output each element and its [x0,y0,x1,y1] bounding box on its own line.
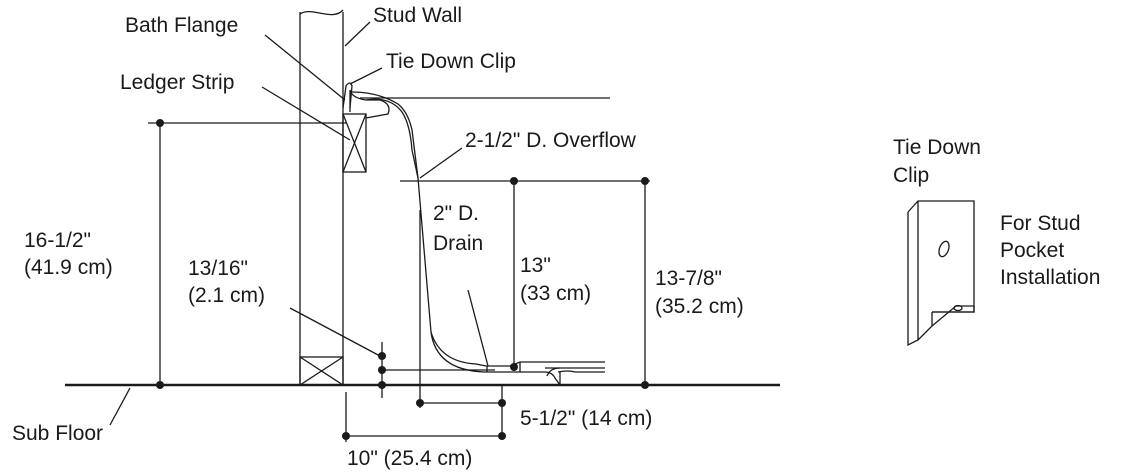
dim-floor-gap-in: 13/16" [188,257,248,280]
dim-floor-gap-cm: (2.1 cm) [188,284,265,307]
dim-height-total-cm: (41.9 cm) [24,256,113,279]
stud-wall-leader [344,21,371,47]
tie-down-clip [342,82,353,109]
dim-height-total-in: 16-1/2" [24,229,91,252]
dimension-drain-height [510,177,518,371]
tie-down-clip-leader [349,67,383,85]
label-drain-line1: 2" D. [433,202,479,225]
label-tie-down-clip: Tie Down Clip [386,50,516,73]
dimension-overflow-height [400,177,650,389]
label-sub-floor: Sub Floor [12,422,103,445]
label-ledger-strip: Ledger Strip [120,71,234,94]
overflow-leader [419,147,463,179]
label-stud-wall: Stud Wall [373,4,462,27]
dimension-floor-gap [378,342,495,398]
label-stud-pocket-line3: Installation [1000,266,1100,289]
label-clip-detail-line1: Tie Down [893,136,981,159]
tie-down-clip-detail [907,200,975,347]
label-bath-flange: Bath Flange [125,14,238,37]
stud-wall [299,9,344,386]
bath-flange-leader [264,34,346,101]
label-clip-detail-line2: Clip [893,164,929,187]
dim-drain-height-in: 13" [520,254,551,277]
ledger-strip-leader [261,86,351,141]
dim-wall-to-drain: 10" (25.4 cm) [347,447,472,470]
drain-leader [467,289,489,367]
dimension-wall-to-drain [342,392,506,442]
label-stud-pocket-line1: For Stud [1000,212,1081,235]
clip-hole [938,240,950,258]
dim-drain-offset: 5-1/2" (14 cm) [520,407,652,430]
dim-overflow-height-in: 13-7/8" [655,267,722,290]
floor-gap-leader [289,307,381,357]
dim-overflow-height-cm: (35.2 cm) [655,295,744,318]
label-overflow: 2-1/2" D. Overflow [465,129,637,152]
bathtub-profile [349,89,605,386]
dimension-height-total [148,119,346,389]
dim-drain-height-cm: (33 cm) [520,282,591,305]
ledger-strip [342,113,367,173]
label-stud-pocket-line2: Pocket [1000,239,1064,262]
label-drain-line2: Drain [433,232,483,255]
dimension-drain-offset [416,210,506,440]
clip-slot-hole [953,304,963,312]
sub-floor-leader [109,387,131,426]
